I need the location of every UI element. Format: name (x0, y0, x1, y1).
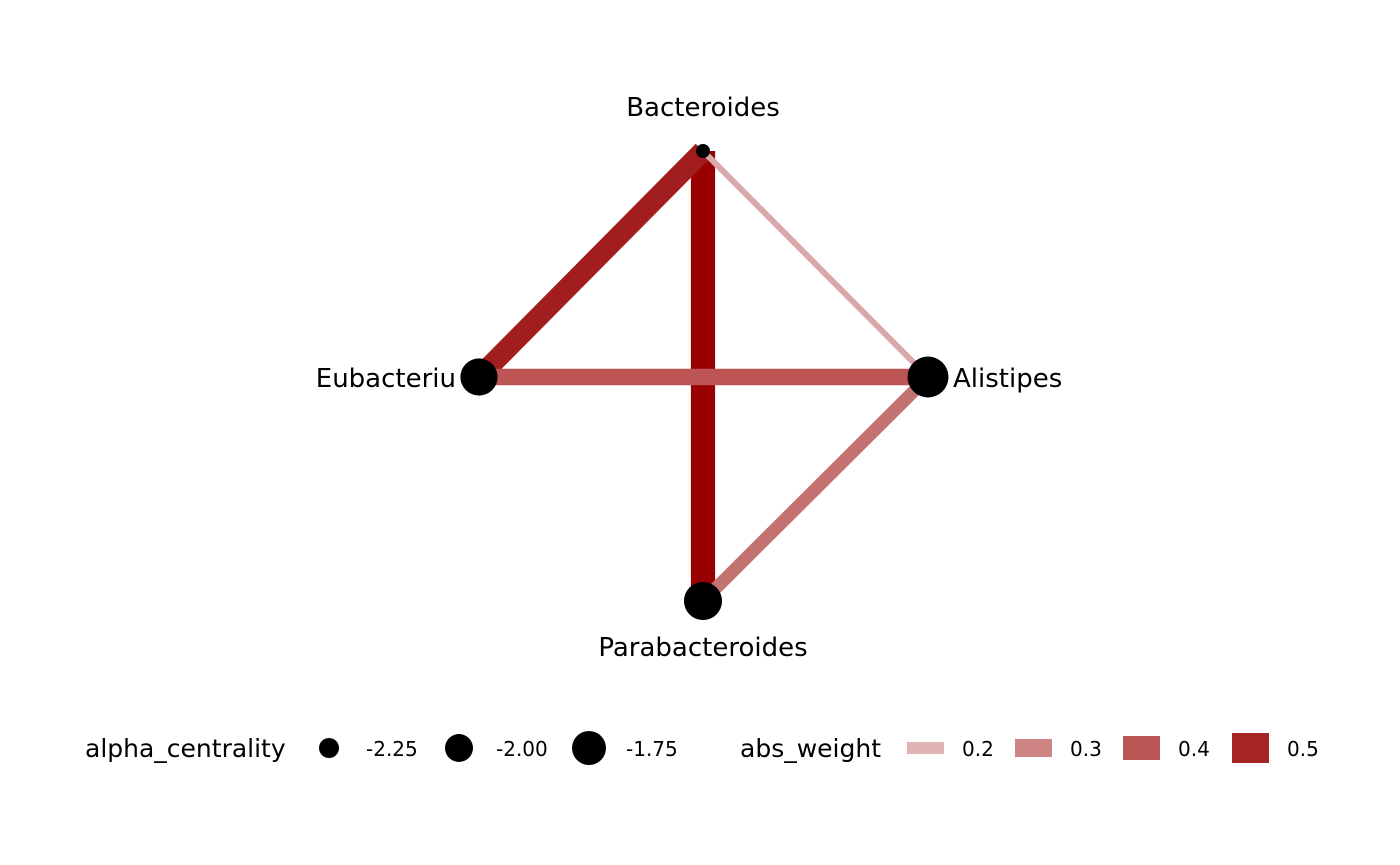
legend-width-label-2: 0.4 (1178, 737, 1210, 761)
node-parabacteroides (683, 581, 723, 621)
legend-width-key-0 (907, 742, 944, 754)
legend-width-label-1: 0.3 (1070, 737, 1102, 761)
nodes-layer (460, 144, 949, 621)
legend-size-key-2 (572, 731, 606, 765)
legend-size-label-2: -1.75 (626, 737, 678, 761)
legend-width-title: abs_weight (740, 734, 881, 763)
node-label-alistipes: Alistipes (953, 364, 1062, 394)
legend-width-key-2 (1123, 736, 1160, 760)
node-eubacterium (460, 358, 498, 396)
legend-size-key-1 (445, 734, 473, 762)
edge-bacteroides-eubacterium (471, 143, 711, 385)
node-label-eubacterium: Eubacteriu (316, 364, 456, 394)
legend: alpha_centrality -2.25 -2.00 -1.75 abs_w… (85, 731, 1319, 765)
legend-size-title: alpha_centrality (85, 734, 286, 763)
node-alistipes (907, 356, 949, 398)
legend-width-label-0: 0.2 (962, 737, 994, 761)
legend-width-key-3 (1232, 733, 1269, 763)
node-label-parabacteroides: Parabacteroides (598, 633, 807, 663)
edges-layer (471, 143, 933, 606)
legend-width-key-1 (1015, 739, 1052, 757)
legend-size-label-0: -2.25 (366, 737, 418, 761)
legend-size-key-0 (319, 738, 339, 758)
legend-width-label-3: 0.5 (1287, 737, 1319, 761)
edge-alistipes-parabacteroides (698, 372, 933, 606)
node-bacteroides (696, 144, 710, 158)
node-label-bacteroides: Bacteroides (626, 93, 780, 123)
legend-size-label-1: -2.00 (496, 737, 548, 761)
edge-bacteroides-alistipes (700, 148, 931, 380)
